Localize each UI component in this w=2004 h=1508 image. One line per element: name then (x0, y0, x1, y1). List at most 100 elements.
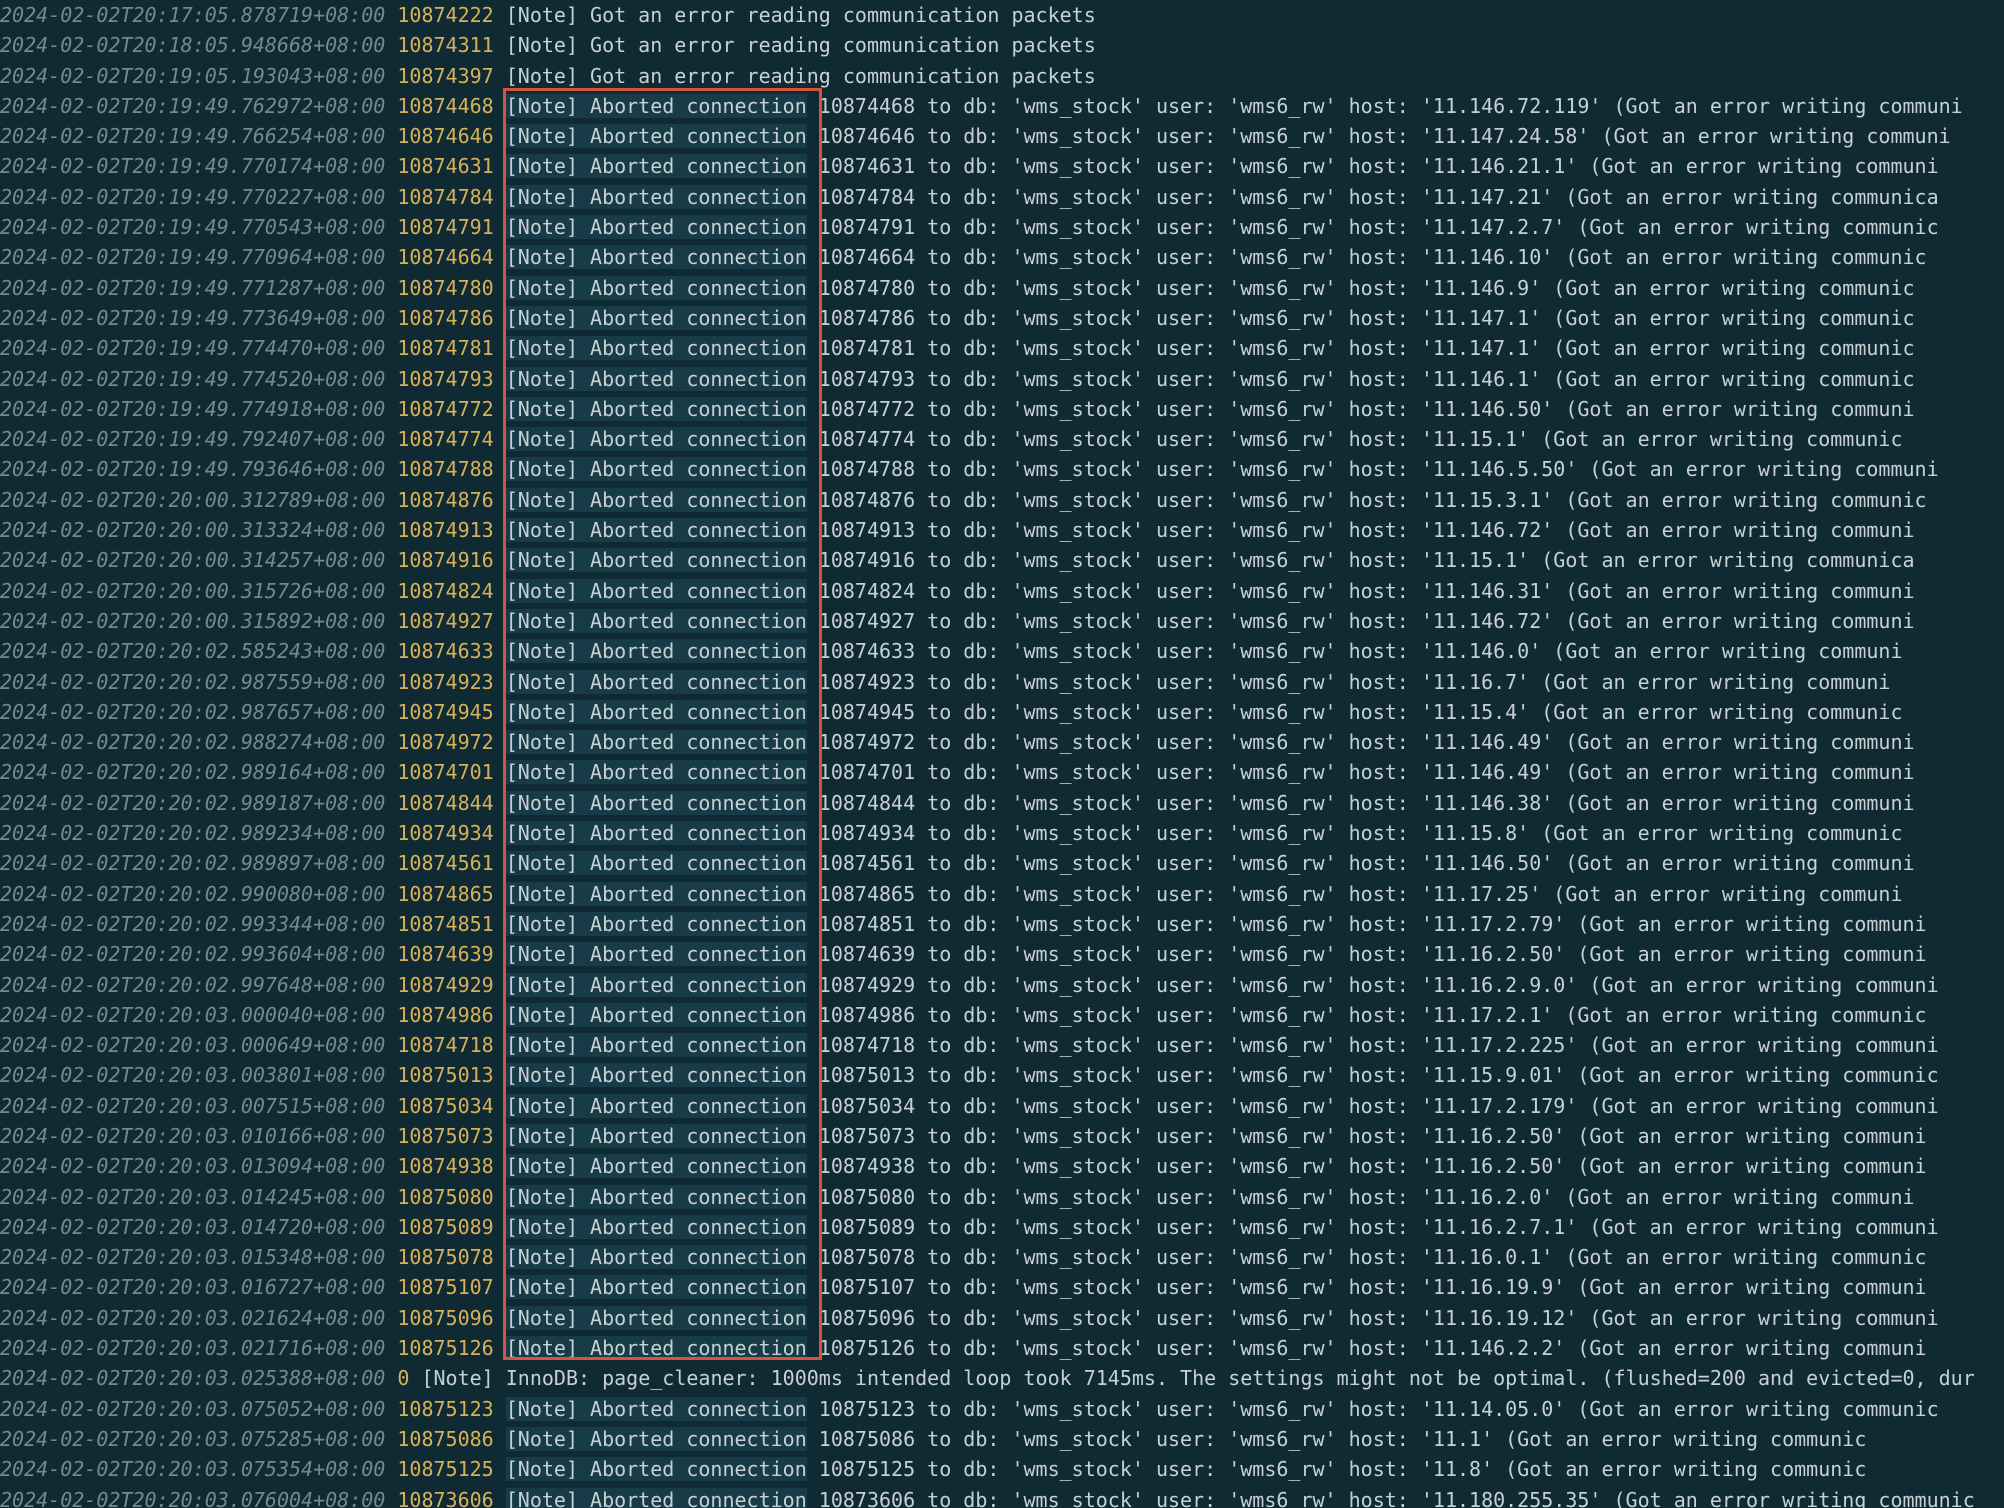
log-message-aborted-connection: [Note] Aborted connection (505, 1275, 807, 1300)
log-timestamp: 2024-02-02T20:20:03.013094+08:00 (0, 1154, 386, 1179)
log-connection-details: 10875096 to db: 'wms_stock' user: 'wms6_… (806, 1305, 1939, 1330)
log-message-aborted-connection: [Note] Aborted connection (505, 1426, 807, 1451)
log-timestamp: 2024-02-02T20:20:03.014245+08:00 (0, 1184, 386, 1209)
log-connection-details: 10874972 to db: 'wms_stock' user: 'wms6_… (806, 730, 1915, 755)
log-line: 2024-02-02T20:19:49.770227+08:00 1087478… (0, 182, 2004, 212)
log-line: 2024-02-02T20:19:49.774520+08:00 1087479… (0, 364, 2004, 394)
log-timestamp: 2024-02-02T20:20:00.312789+08:00 (0, 487, 386, 512)
log-connection-details: 10874561 to db: 'wms_stock' user: 'wms6_… (806, 851, 1915, 876)
log-message-aborted-connection: [Note] Aborted connection (505, 124, 807, 149)
log-timestamp: 2024-02-02T20:20:02.989187+08:00 (0, 790, 386, 815)
log-connection-details: 10874781 to db: 'wms_stock' user: 'wms6_… (806, 336, 1915, 361)
log-line: 2024-02-02T20:19:49.774918+08:00 1087477… (0, 394, 2004, 424)
log-timestamp: 2024-02-02T20:19:49.770543+08:00 (0, 215, 386, 240)
log-line: 2024-02-02T20:20:03.021624+08:00 1087509… (0, 1303, 2004, 1333)
log-timestamp: 2024-02-02T20:20:02.988274+08:00 (0, 730, 386, 755)
log-connection-details: 10875123 to db: 'wms_stock' user: 'wms6_… (806, 1396, 1939, 1421)
log-connection-details: 10874929 to db: 'wms_stock' user: 'wms6_… (806, 972, 1939, 997)
log-line: 2024-02-02T20:20:02.989187+08:00 1087484… (0, 788, 2004, 818)
log-thread-id: 10875078 (397, 1245, 494, 1270)
log-message-aborted-connection: [Note] Aborted connection (505, 1305, 807, 1330)
log-timestamp: 2024-02-02T20:20:02.987657+08:00 (0, 699, 386, 724)
log-thread-id: 10874791 (397, 215, 494, 240)
log-connection-details: 10874772 to db: 'wms_stock' user: 'wms6_… (806, 396, 1915, 421)
log-thread-id: 10874844 (397, 790, 494, 815)
log-line: 2024-02-02T20:19:49.792407+08:00 1087477… (0, 424, 2004, 454)
log-line: 2024-02-02T20:20:02.987657+08:00 1087494… (0, 697, 2004, 727)
log-line: 2024-02-02T20:19:49.773649+08:00 1087478… (0, 303, 2004, 333)
log-line: 2024-02-02T20:20:03.007515+08:00 1087503… (0, 1091, 2004, 1121)
log-thread-id: 10875034 (397, 1093, 494, 1118)
log-thread-id: 10874718 (397, 1033, 494, 1058)
log-message: [Note] InnoDB: page_cleaner: 1000ms inte… (421, 1366, 1975, 1391)
log-thread-id: 10874938 (397, 1154, 494, 1179)
log-timestamp: 2024-02-02T20:19:49.774470+08:00 (0, 336, 386, 361)
log-thread-id: 10874561 (397, 851, 494, 876)
log-thread-id: 10874311 (397, 33, 494, 58)
log-timestamp: 2024-02-02T20:20:03.003801+08:00 (0, 1063, 386, 1088)
log-connection-details: 10874718 to db: 'wms_stock' user: 'wms6_… (806, 1033, 1939, 1058)
log-connection-details: 10874851 to db: 'wms_stock' user: 'wms6_… (806, 911, 1927, 936)
log-line: 2024-02-02T20:20:02.993344+08:00 1087485… (0, 909, 2004, 939)
log-thread-id: 10874916 (397, 548, 494, 573)
log-message-aborted-connection: [Note] Aborted connection (505, 154, 807, 179)
log-connection-details: 10875107 to db: 'wms_stock' user: 'wms6_… (806, 1275, 1927, 1300)
log-connection-details: 10875086 to db: 'wms_stock' user: 'wms6_… (806, 1426, 1867, 1451)
log-connection-details: 10874844 to db: 'wms_stock' user: 'wms6_… (806, 790, 1915, 815)
log-line: 2024-02-02T20:19:05.193043+08:00 1087439… (0, 61, 2004, 91)
log-thread-id: 10874934 (397, 821, 494, 846)
log-thread-id: 10874788 (397, 457, 494, 482)
log-line: 2024-02-02T20:20:03.013094+08:00 1087493… (0, 1151, 2004, 1181)
log-thread-id: 10874633 (397, 639, 494, 664)
log-line: 2024-02-02T20:20:02.585243+08:00 1087463… (0, 636, 2004, 666)
log-connection-details: 10874927 to db: 'wms_stock' user: 'wms6_… (806, 608, 1915, 633)
log-line: 2024-02-02T20:20:02.989897+08:00 1087456… (0, 848, 2004, 878)
log-thread-id: 10875086 (397, 1426, 494, 1451)
log-thread-id: 10874664 (397, 245, 494, 270)
log-connection-details: 10875125 to db: 'wms_stock' user: 'wms6_… (806, 1457, 1867, 1482)
log-timestamp: 2024-02-02T20:20:00.314257+08:00 (0, 548, 386, 573)
log-line: 2024-02-02T20:20:00.313324+08:00 1087491… (0, 515, 2004, 545)
log-timestamp: 2024-02-02T20:20:03.021624+08:00 (0, 1305, 386, 1330)
scrollbar-track[interactable] (1996, 0, 2004, 1508)
log-timestamp: 2024-02-02T20:20:02.990080+08:00 (0, 881, 386, 906)
log-timestamp: 2024-02-02T20:20:03.021716+08:00 (0, 1336, 386, 1361)
log-message-aborted-connection: [Note] Aborted connection (505, 396, 807, 421)
log-connection-details: 10875126 to db: 'wms_stock' user: 'wms6_… (806, 1336, 1927, 1361)
log-line: 2024-02-02T20:19:49.762972+08:00 1087446… (0, 91, 2004, 121)
log-thread-id: 10874701 (397, 760, 494, 785)
log-connection-details: 10875034 to db: 'wms_stock' user: 'wms6_… (806, 1093, 1939, 1118)
log-line: 2024-02-02T20:17:05.878719+08:00 1087422… (0, 0, 2004, 30)
log-line: 2024-02-02T20:20:03.010166+08:00 1087507… (0, 1121, 2004, 1151)
log-connection-details: 10874934 to db: 'wms_stock' user: 'wms6_… (806, 821, 1903, 846)
log-timestamp: 2024-02-02T20:19:05.193043+08:00 (0, 63, 386, 88)
log-timestamp: 2024-02-02T20:20:02.989234+08:00 (0, 821, 386, 846)
log-connection-details: 10874784 to db: 'wms_stock' user: 'wms6_… (806, 184, 1939, 209)
log-thread-id: 10874786 (397, 305, 494, 330)
log-message-aborted-connection: [Note] Aborted connection (505, 93, 807, 118)
log-connection-details: 10874913 to db: 'wms_stock' user: 'wms6_… (806, 518, 1915, 543)
log-timestamp: 2024-02-02T20:19:49.766254+08:00 (0, 124, 386, 149)
log-timestamp: 2024-02-02T20:20:00.313324+08:00 (0, 518, 386, 543)
log-thread-id: 10874929 (397, 972, 494, 997)
log-message-aborted-connection: [Note] Aborted connection (505, 760, 807, 785)
log-connection-details: 10874876 to db: 'wms_stock' user: 'wms6_… (806, 487, 1927, 512)
log-thread-id: 10874927 (397, 608, 494, 633)
log-connection-details: 10875073 to db: 'wms_stock' user: 'wms6_… (806, 1123, 1927, 1148)
log-line: 2024-02-02T20:20:02.988274+08:00 1087497… (0, 727, 2004, 757)
log-thread-id: 10874631 (397, 154, 494, 179)
log-message: [Note] Got an error reading communicatio… (505, 3, 1096, 27)
log-timestamp: 2024-02-02T20:20:03.000649+08:00 (0, 1033, 386, 1058)
log-connection-details: 10874938 to db: 'wms_stock' user: 'wms6_… (806, 1154, 1927, 1179)
log-timestamp: 2024-02-02T20:20:03.015348+08:00 (0, 1245, 386, 1270)
log-line: 2024-02-02T20:20:03.075354+08:00 1087512… (0, 1454, 2004, 1484)
log-message: [Note] Got an error reading communicatio… (505, 63, 1096, 88)
log-timestamp: 2024-02-02T20:19:49.770174+08:00 (0, 154, 386, 179)
log-connection-details: 10875089 to db: 'wms_stock' user: 'wms6_… (806, 1214, 1939, 1239)
log-timestamp: 2024-02-02T20:20:03.075052+08:00 (0, 1396, 386, 1421)
log-message-aborted-connection: [Note] Aborted connection (505, 972, 807, 997)
log-connection-details: 10874788 to db: 'wms_stock' user: 'wms6_… (806, 457, 1939, 482)
log-message-aborted-connection: [Note] Aborted connection (505, 851, 807, 876)
